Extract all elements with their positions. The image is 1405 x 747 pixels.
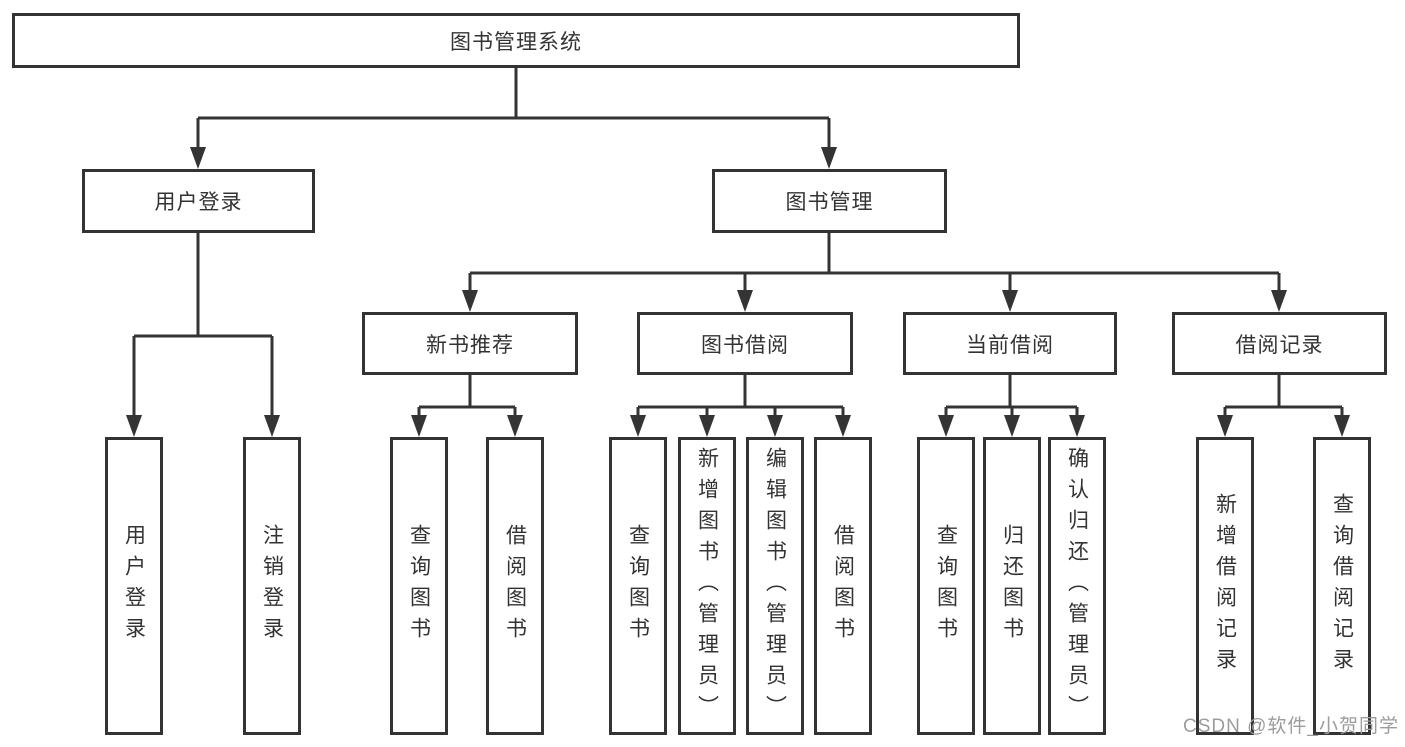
node-label: 新增图书（管理员）	[695, 446, 719, 726]
node-leaf-confirm-return-admin: 确认归还（管理员）	[1048, 437, 1106, 735]
node-new-book-recommendation: 新书推荐	[362, 312, 578, 375]
csdn-watermark: CSDN @软件_小贺同学	[1183, 716, 1399, 737]
node-user-login: 用户登录	[82, 169, 315, 233]
node-library-management-system: 图书管理系统	[12, 13, 1020, 68]
node-label: 查询图书	[626, 524, 650, 648]
node-leaf-query-borrow-record: 查询借阅记录	[1313, 437, 1371, 735]
node-label: 当前借阅	[966, 333, 1054, 357]
node-label: 借阅记录	[1235, 333, 1324, 357]
node-label: 图书借阅	[701, 333, 789, 357]
node-label: 图书管理	[785, 191, 874, 214]
node-label: 查询借阅记录	[1330, 493, 1354, 679]
node-label: 图书管理系统	[450, 30, 582, 54]
node-book-management: 图书管理	[712, 169, 947, 233]
node-label: 查询图书	[934, 524, 958, 648]
node-leaf-user-login: 用户登录	[105, 437, 163, 735]
node-leaf-borrow-books: 借阅图书	[486, 437, 544, 735]
node-label: 用户登录	[122, 524, 146, 648]
node-current-borrowing: 当前借阅	[903, 312, 1117, 375]
node-label: 新增借阅记录	[1213, 493, 1237, 679]
node-leaf-return-books: 归还图书	[983, 437, 1041, 735]
node-borrowing-records: 借阅记录	[1172, 312, 1387, 375]
node-label: 确认归还（管理员）	[1065, 446, 1089, 726]
node-label: 注销登录	[260, 524, 284, 648]
node-leaf-query-books: 查询图书	[609, 437, 667, 735]
node-leaf-logout: 注销登录	[243, 437, 301, 735]
node-label: 借阅图书	[831, 524, 855, 648]
node-label: 编辑图书（管理员）	[763, 446, 787, 726]
node-label: 新书推荐	[426, 333, 514, 357]
node-label: 借阅图书	[503, 524, 527, 648]
node-leaf-add-books-admin: 新增图书（管理员）	[678, 437, 736, 735]
node-leaf-query-books: 查询图书	[917, 437, 975, 735]
node-label: 用户登录	[154, 191, 243, 214]
node-leaf-add-borrow-record: 新增借阅记录	[1196, 437, 1254, 735]
node-label: 查询图书	[407, 524, 431, 648]
node-label: 归还图书	[1000, 524, 1024, 648]
node-leaf-query-books: 查询图书	[390, 437, 448, 735]
node-leaf-edit-books-admin: 编辑图书（管理员）	[746, 437, 804, 735]
node-leaf-borrow-books: 借阅图书	[814, 437, 872, 735]
node-book-borrowing: 图书借阅	[637, 312, 853, 375]
